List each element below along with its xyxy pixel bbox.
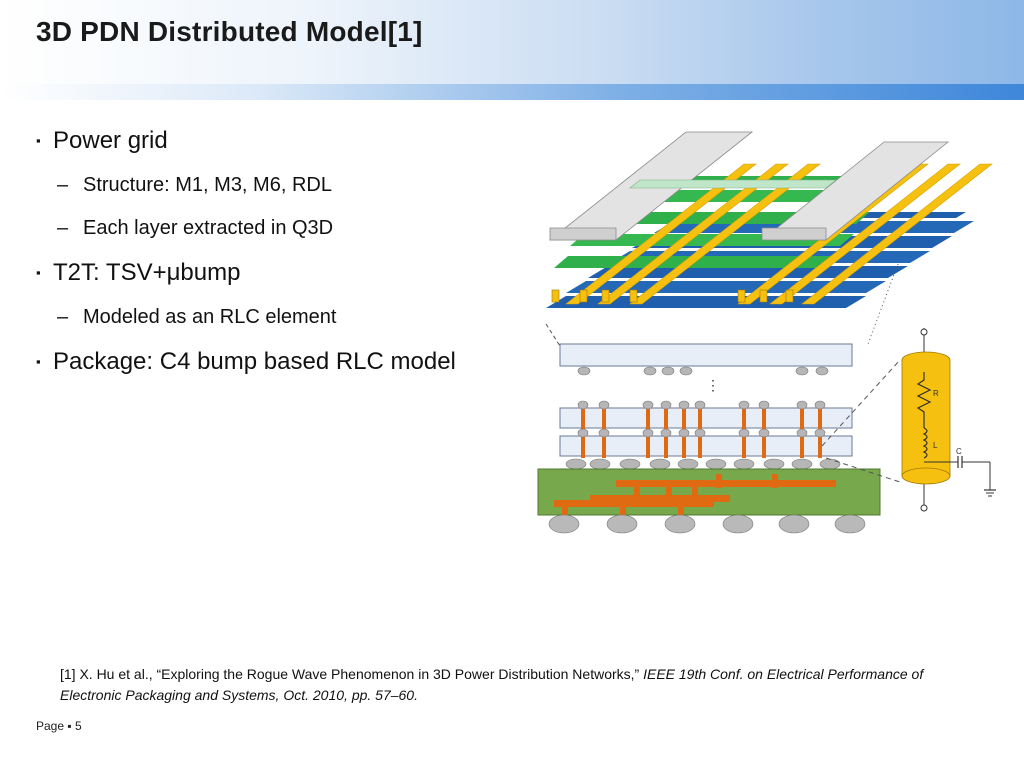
bullet-t2t: ▪ T2T: TSV+μbump — [36, 258, 496, 288]
svg-text:C: C — [956, 447, 962, 456]
bullet-package: ▪ Package: C4 bump based RLC model — [36, 347, 496, 377]
m6-layer — [565, 163, 993, 305]
dash-marker: – — [57, 174, 69, 196]
rdl-layer — [548, 131, 950, 241]
subbullet-structure: – Structure: M1, M3, M6, RDL — [57, 172, 496, 198]
dash-marker: – — [57, 306, 69, 328]
subbullet-extracted: – Each layer extracted in Q3D — [57, 215, 496, 241]
dash-marker: – — [57, 217, 69, 239]
reference-footnote: [1] X. Hu et al., “Exploring the Rogue W… — [60, 664, 960, 706]
svg-text:R: R — [933, 389, 939, 398]
subbullet-text: Structure: M1, M3, M6, RDL — [83, 174, 332, 196]
footnote-venue: IEEE 19th Conf. on Electrical Performanc… — [60, 666, 924, 703]
power-grid-layers — [545, 131, 993, 347]
bullet-list: ▪ Power grid – Structure: M1, M3, M6, RD… — [36, 126, 496, 393]
rlc-inset: R L C — [821, 328, 996, 512]
bullet-marker: ▪ — [36, 354, 41, 369]
bullet-marker: ▪ — [36, 265, 41, 280]
title-divider — [0, 84, 1024, 100]
slide-title: 3D PDN Distributed Model[1] — [36, 16, 423, 47]
bullet-text: Power grid — [53, 127, 168, 154]
footnote-citation: [1] X. Hu et al., “Exploring the Rogue W… — [60, 666, 644, 682]
subbullet-modeled: – Modeled as an RLC element — [57, 304, 496, 330]
svg-text:L: L — [933, 441, 938, 450]
bullet-text: T2T: TSV+μbump — [53, 259, 241, 286]
bullet-text: Package: C4 bump based RLC model — [53, 348, 456, 375]
page-number: Page ▪ 5 — [36, 719, 82, 733]
bullet-marker: ▪ — [36, 133, 41, 148]
pdn-3d-illustration: ⋮ — [537, 131, 996, 534]
die-stack: ⋮ — [559, 343, 853, 470]
title-banner — [0, 0, 1024, 84]
subbullet-text: Modeled as an RLC element — [83, 306, 337, 328]
bullet-power-grid: ▪ Power grid — [36, 126, 496, 156]
via-posts — [551, 289, 794, 303]
package-substrate — [537, 468, 881, 534]
svg-text:⋮: ⋮ — [706, 377, 720, 393]
subbullet-text: Each layer extracted in Q3D — [83, 217, 334, 239]
